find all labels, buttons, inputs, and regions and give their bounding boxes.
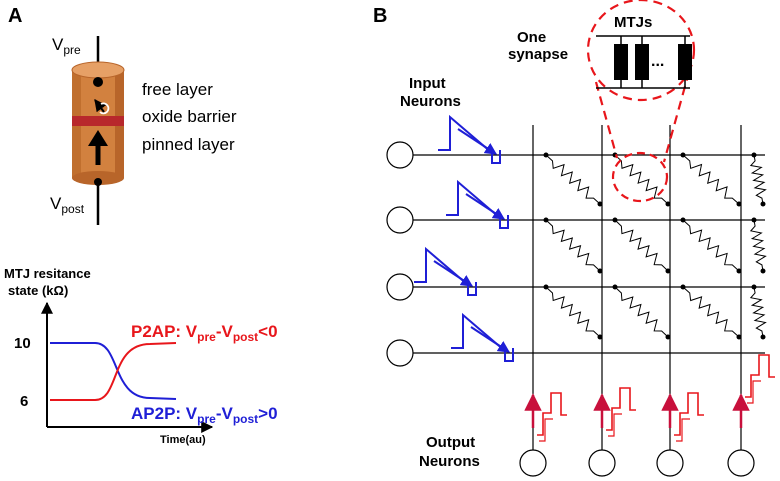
output-neuron: [519, 449, 547, 477]
mtj-ellipsis: ...: [651, 53, 664, 70]
free-layer-arrow-icon: [94, 99, 107, 113]
crossbar-array: [386, 114, 775, 477]
one-synapse-line2: synapse: [508, 46, 568, 63]
synapse-resistor: [749, 219, 767, 272]
output-spike-echo: [676, 418, 690, 442]
input-pulse-arrow: [433, 260, 474, 287]
output-spike: [537, 392, 567, 436]
tick-low: 6: [20, 393, 28, 410]
synapse-resistor: [749, 154, 767, 205]
top-contact-dot: [93, 77, 103, 87]
input-neuron: [386, 339, 414, 367]
input-neurons-line2: Neurons: [400, 93, 461, 110]
resistance-graph: MTJ resitance state (kΩ) Time(au) 10 6 P…: [4, 266, 278, 446]
p2ap-label: P2AP: Vpre-Vpost<0: [131, 322, 278, 344]
mtjs-label: MTJs: [614, 14, 652, 31]
panel-b-letter: B: [373, 5, 387, 27]
output-neuron: [588, 449, 616, 477]
callout-big-circle: [586, 0, 696, 102]
input-neurons-line1: Input: [409, 75, 446, 92]
mtj-element-1: [614, 44, 628, 80]
input-neuron: [386, 273, 414, 301]
free-layer-label: free layer: [142, 80, 213, 99]
input-pulse-arrow: [465, 193, 506, 220]
callout-small-circle: [611, 151, 669, 203]
mtj-device: [71, 36, 125, 225]
panel-a-letter: A: [8, 5, 22, 27]
input-neuron: [386, 141, 414, 169]
output-spike-echo: [747, 380, 761, 404]
output-spike: [674, 392, 704, 436]
rotate-icon: [99, 102, 110, 115]
one-synapse-line1: One: [517, 29, 546, 46]
v-pre-label: Vpre: [52, 35, 81, 57]
synapse-resistor: [682, 219, 740, 272]
output-neuron: [656, 449, 684, 477]
cylinder-top: [71, 61, 125, 79]
tick-high: 10: [14, 335, 31, 352]
input-pulse-arrow: [470, 326, 511, 353]
oxide-band: [72, 116, 124, 126]
synapse-resistor: [545, 219, 601, 272]
mtj-element-2: [635, 44, 649, 80]
ap2p-curve: [50, 342, 177, 400]
graph-ylabel-line2: state (kΩ): [8, 283, 68, 298]
input-pulse-arrow: [457, 128, 498, 155]
input-pulse: [438, 114, 501, 164]
pinned-layer-label: pinned layer: [142, 135, 235, 154]
synapse-resistor: [545, 154, 601, 205]
input-neuron: [386, 206, 414, 234]
output-spike: [606, 387, 636, 431]
output-neuron: [727, 449, 755, 477]
ap2p-label: AP2P: Vpre-Vpost>0: [131, 404, 278, 426]
output-spike-echo: [539, 418, 553, 442]
synapse-resistor: [749, 286, 767, 338]
callout-line-left: [594, 81, 619, 159]
oxide-barrier-label: oxide barrier: [142, 107, 237, 126]
input-pulse: [451, 312, 514, 362]
synapse-resistor: [614, 219, 669, 272]
synapse-callout: MTJs ...: [586, 0, 696, 203]
output-spike-echo: [608, 413, 622, 437]
synapse-resistor: [682, 286, 740, 338]
bottom-contact-dot: [94, 178, 102, 186]
output-neurons-line2: Neurons: [419, 453, 480, 470]
synapse-resistor: [545, 286, 601, 338]
v-post-label: Vpost: [50, 194, 85, 216]
input-pulse: [446, 179, 509, 229]
mtj-element-3: [678, 44, 692, 80]
input-pulse: [414, 246, 477, 296]
synapse-resistor: [614, 286, 669, 338]
graph-ylabel-line1: MTJ resitance: [4, 266, 91, 281]
graph-xlabel: Time(au): [160, 434, 206, 446]
synapse-resistor: [682, 154, 740, 205]
synapse-resistor: [614, 154, 669, 205]
output-neurons-line1: Output: [426, 434, 475, 451]
output-spike: [745, 354, 775, 398]
p2ap-curve: [50, 342, 177, 401]
pinned-arrow-head-icon: [88, 130, 108, 146]
